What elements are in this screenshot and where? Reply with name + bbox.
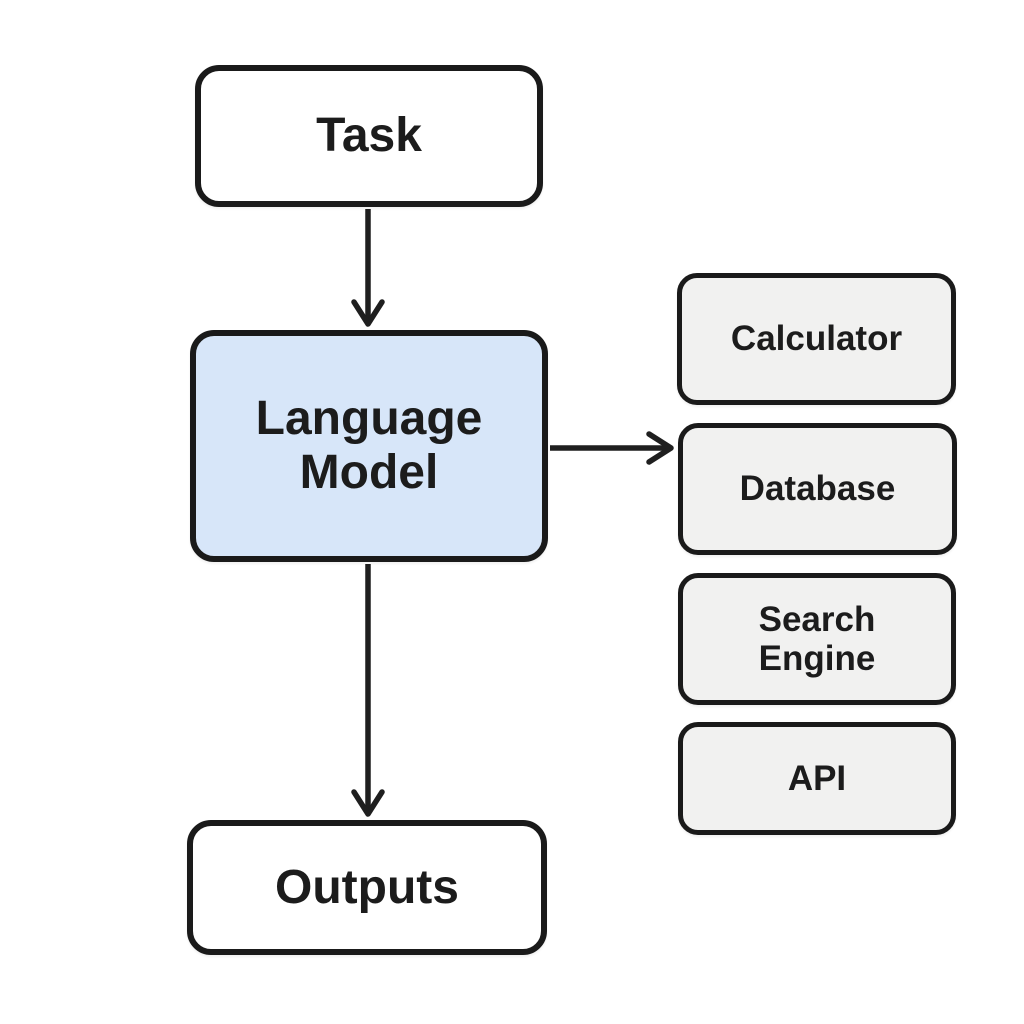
- node-task: Task: [195, 65, 543, 207]
- node-outputs: Outputs: [187, 820, 547, 955]
- node-language-model: Language Model: [190, 330, 548, 562]
- node-calculator: Calculator: [677, 273, 956, 405]
- node-api: API: [678, 722, 956, 835]
- node-database: Database: [678, 423, 957, 555]
- node-search-engine: Search Engine: [678, 573, 956, 705]
